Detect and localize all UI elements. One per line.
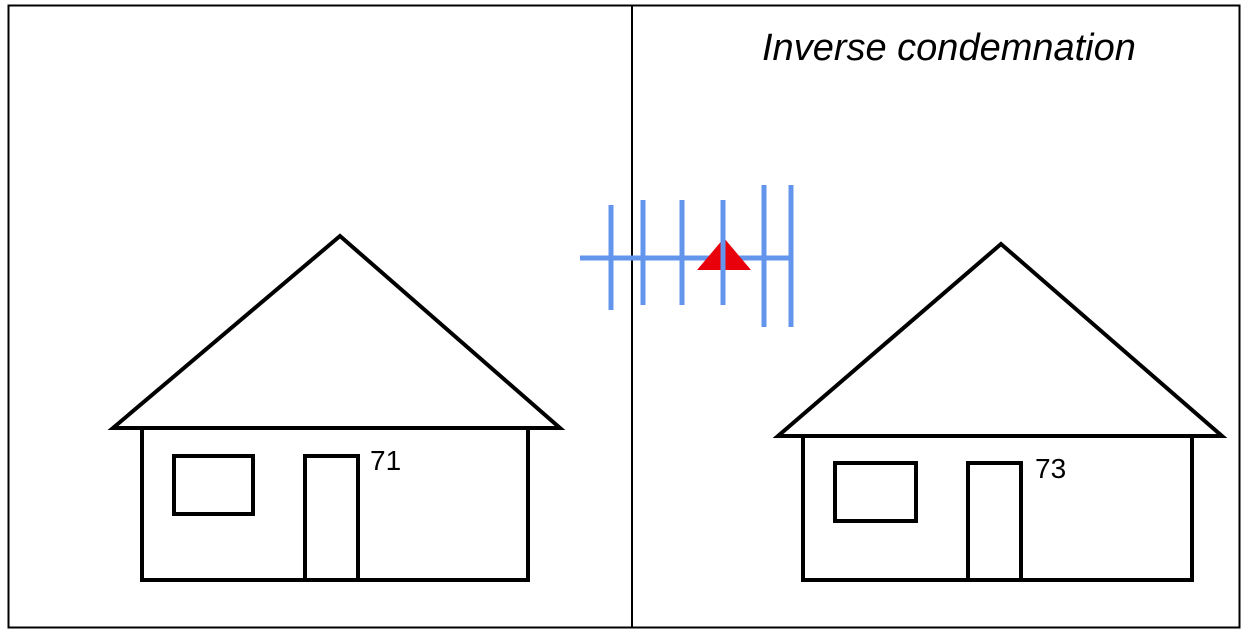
house-71	[107, 233, 566, 582]
frame-border	[7, 4, 1241, 629]
house-door	[966, 461, 1023, 582]
house-window	[172, 454, 255, 516]
diagram-title: Inverse condemnation	[762, 27, 1136, 69]
house-number-73: 73	[1035, 453, 1066, 484]
house-door	[303, 454, 360, 582]
house-walls	[140, 428, 530, 582]
antenna-icon	[580, 185, 794, 327]
house-number-71: 71	[370, 445, 401, 476]
house-window	[833, 461, 918, 523]
house-walls	[801, 436, 1194, 582]
house-73	[772, 241, 1228, 582]
house-roof	[772, 241, 1228, 438]
house-roof	[107, 233, 566, 430]
